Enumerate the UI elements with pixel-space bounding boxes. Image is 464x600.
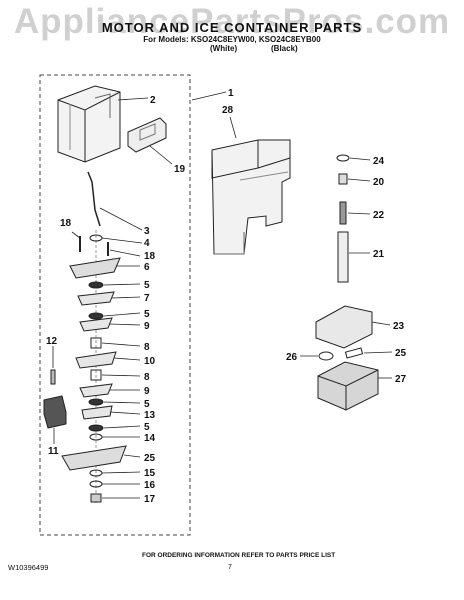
callout-label: 28 <box>222 105 234 116</box>
ordering-note: FOR ORDERING INFORMATION REFER TO PARTS … <box>142 552 336 559</box>
part-blade-6 <box>69 257 121 279</box>
callout-labels: 1 2 19 3 18 4 18 6 5 7 5 9 8 10 8 9 5 13… <box>46 88 407 505</box>
callout-label: 4 <box>144 238 150 249</box>
callout-label: 24 <box>373 156 385 167</box>
callout-label: 11 <box>48 446 59 457</box>
callout-label: 7 <box>144 293 150 304</box>
callout-label: 23 <box>393 321 405 332</box>
callout-label: 16 <box>144 480 156 491</box>
callout-label: 18 <box>144 251 156 262</box>
callout-label: 8 <box>144 342 150 353</box>
part-bearing <box>43 395 67 429</box>
callout-label: 5 <box>144 399 150 410</box>
part-wire <box>87 171 101 227</box>
callout-label: 10 <box>144 356 156 367</box>
part-bracket <box>127 117 167 153</box>
callout-label: 2 <box>150 95 156 106</box>
callout-label: 5 <box>144 280 150 291</box>
callout-label: 20 <box>373 177 385 188</box>
callout-label: 22 <box>373 210 385 221</box>
callout-label: 12 <box>46 336 58 347</box>
callout-label: 9 <box>144 386 150 397</box>
part-clip-25 <box>344 347 364 359</box>
part-spring-22 <box>339 201 347 225</box>
callout-label: 17 <box>144 494 156 505</box>
callout-label: 3 <box>144 226 150 237</box>
callout-label: 18 <box>60 218 72 229</box>
callout-label: 21 <box>373 249 385 260</box>
page-number: 7 <box>228 564 232 571</box>
page-title: MOTOR AND ICE CONTAINER PARTS <box>101 20 363 35</box>
document-number: W10396499 <box>8 563 49 572</box>
part-large-blade <box>61 445 127 471</box>
part-ice-container-front <box>211 139 291 255</box>
variant-black: (Black) <box>271 44 298 53</box>
callout-label: 19 <box>174 164 186 175</box>
part-shaft-21 <box>337 231 349 283</box>
callout-label: 9 <box>144 321 150 332</box>
part-motor <box>317 361 379 411</box>
callout-label: 15 <box>144 468 156 479</box>
part-motor-mount <box>315 305 373 349</box>
callout-label: 25 <box>144 453 156 464</box>
assembly-boundary <box>39 74 191 536</box>
callout-label: 1 <box>228 88 234 99</box>
callout-label: 14 <box>144 433 156 444</box>
callout-label: 26 <box>286 352 298 363</box>
callout-label: 5 <box>144 422 150 433</box>
model-numbers: For Models: KSO24C8EYW00, KSO24C8EYB00 <box>143 35 321 44</box>
callout-label: 25 <box>395 348 407 359</box>
part-pin <box>50 369 56 385</box>
part-ring-24 <box>336 154 350 162</box>
watermark: AppliancePartsPros.com <box>13 2 451 41</box>
callout-label: 27 <box>395 374 407 385</box>
part-ring-26 <box>318 351 334 361</box>
variant-white: (White) <box>210 44 238 53</box>
part-bushing-20 <box>338 173 348 185</box>
callout-label: 5 <box>144 309 150 320</box>
callout-label: 13 <box>144 410 156 421</box>
part-ice-housing <box>57 85 121 163</box>
callout-label: 6 <box>144 262 150 273</box>
callout-label: 8 <box>144 372 150 383</box>
